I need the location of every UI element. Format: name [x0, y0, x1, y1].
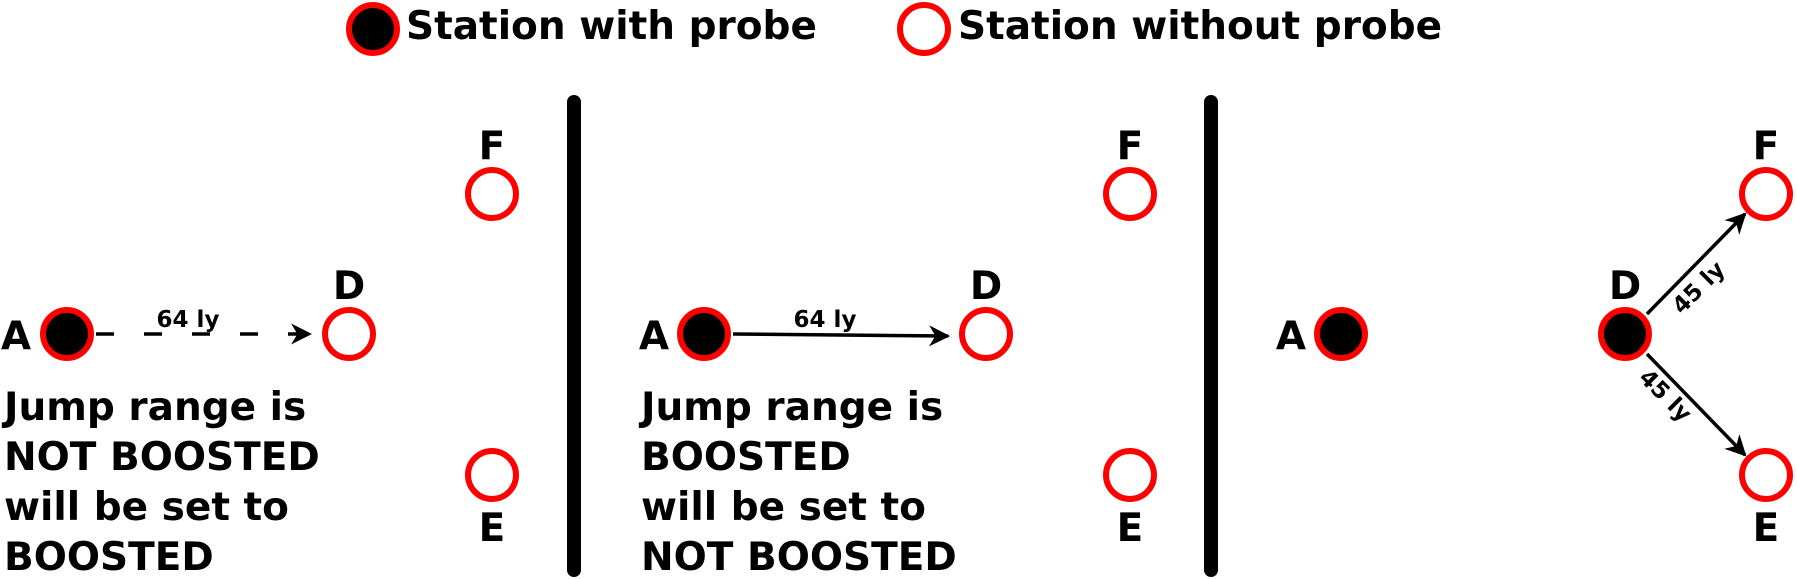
caption-line-2: NOT BOOSTED: [4, 435, 320, 480]
panel-2: 64 ly A D F E Jump range is BOOSTED will…: [638, 124, 1157, 579]
station-d-label: D: [1609, 264, 1641, 309]
station-e-label: E: [1117, 506, 1144, 551]
station-f-label: F: [1753, 124, 1780, 169]
station-e: [465, 448, 519, 502]
station-a-label: A: [1, 314, 31, 359]
station-a-label: A: [1276, 314, 1306, 359]
station-e: [1103, 448, 1157, 502]
panel-1: 64 ly A D F E Jump range is NOT BOOSTED …: [1, 124, 519, 579]
legend-station-without-probe-icon: [897, 2, 951, 56]
station-d: [322, 307, 376, 361]
edge-distance-label: 64 ly: [157, 307, 220, 333]
station-d: [959, 307, 1013, 361]
station-d-label: D: [333, 264, 365, 309]
legend: Station with probe Station without probe: [346, 2, 1442, 56]
edge-distance-label: 64 ly: [794, 307, 857, 333]
station-a-probe: [1314, 307, 1368, 361]
edge-d-f: [1645, 212, 1747, 316]
station-e-label: E: [1753, 506, 1780, 551]
station-a-probe: [40, 307, 94, 361]
legend-without-probe-label: Station without probe: [958, 4, 1442, 49]
caption-line-1: Jump range is: [638, 385, 943, 430]
edge-d-f-distance-label: 45 ly: [1668, 257, 1731, 320]
station-e: [1739, 448, 1793, 502]
station-f: [465, 167, 519, 221]
legend-with-probe-label: Station with probe: [406, 4, 817, 49]
legend-station-with-probe-icon: [346, 2, 400, 56]
edge-a-d-solid: [732, 325, 951, 347]
caption-line-2: BOOSTED: [641, 435, 851, 480]
station-f-label: F: [479, 124, 506, 169]
station-a-probe: [677, 307, 731, 361]
station-f: [1103, 167, 1157, 221]
station-a-label: A: [639, 314, 669, 359]
caption-line-3: will be set to: [641, 485, 926, 530]
edge-d-e: [1645, 352, 1747, 457]
panel-1-caption: Jump range is NOT BOOSTED will be set to…: [1, 385, 320, 579]
station-d-probe: [1598, 307, 1652, 361]
caption-line-1: Jump range is: [1, 385, 306, 430]
station-f: [1739, 167, 1793, 221]
station-e-label: E: [479, 506, 506, 551]
panel-2-caption: Jump range is BOOSTED will be set to NOT…: [638, 385, 957, 579]
station-d-label: D: [970, 264, 1002, 309]
panel-3: 45 ly 45 ly A D F E: [1276, 124, 1793, 551]
station-f-label: F: [1117, 124, 1144, 169]
caption-line-4: NOT BOOSTED: [641, 535, 957, 579]
caption-line-4: BOOSTED: [4, 535, 214, 579]
caption-line-3: will be set to: [4, 485, 289, 530]
